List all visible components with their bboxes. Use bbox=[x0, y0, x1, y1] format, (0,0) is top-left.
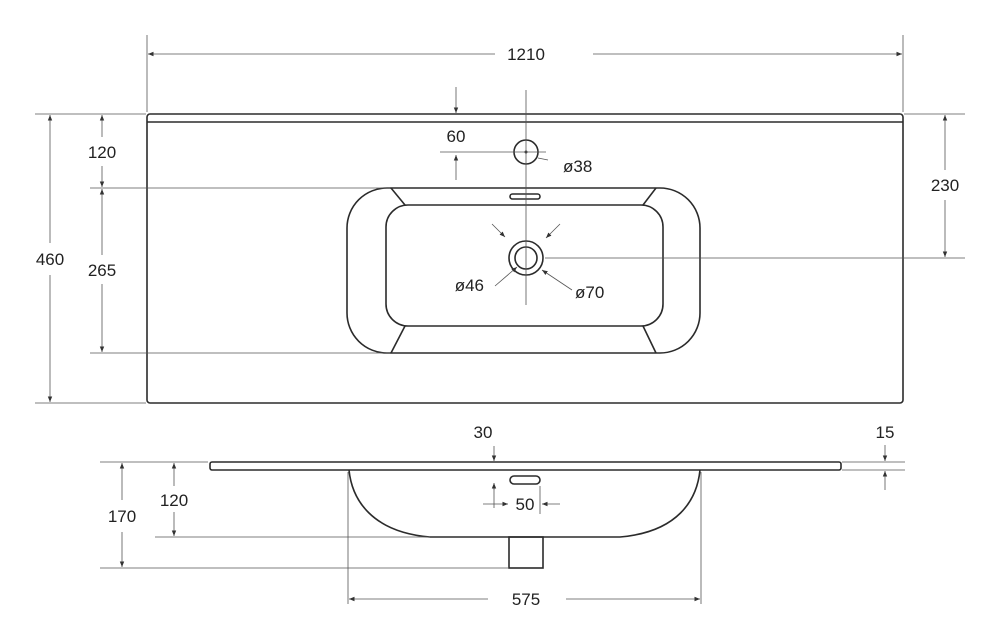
dim-bowl-depth: 120 bbox=[160, 491, 188, 510]
bowl-chamfer bbox=[390, 187, 406, 206]
dim-slab-thickness: 15 bbox=[876, 423, 895, 442]
diameter-leader bbox=[494, 266, 518, 287]
dim-bowl-length: 265 bbox=[88, 261, 116, 280]
side-view bbox=[209, 461, 842, 569]
dim-drain-inner-diameter: ø46 bbox=[455, 276, 484, 295]
top-view bbox=[146, 90, 965, 404]
bowl-outer bbox=[346, 187, 701, 354]
dim-tap-hole-diameter: ø38 bbox=[563, 157, 592, 176]
diameter-leader bbox=[491, 223, 506, 238]
bowl-chamfer bbox=[390, 325, 406, 354]
dim-overflow-width: 50 bbox=[516, 495, 535, 514]
dim-total-height: 170 bbox=[108, 507, 136, 526]
bowl-chamfer bbox=[642, 325, 657, 354]
bowl-inner bbox=[385, 204, 664, 327]
diameter-leader bbox=[545, 223, 561, 239]
side-drain-pipe bbox=[508, 536, 544, 569]
dim-overall-width: 1210 bbox=[507, 45, 545, 64]
diameter-leader bbox=[541, 269, 573, 291]
dim-top-hole-offset: 60 bbox=[447, 127, 466, 146]
dim-bowl-width: 575 bbox=[512, 590, 540, 609]
side-view-dimensions: 30 15 170 120 50 575 bbox=[100, 423, 905, 609]
dim-top-edge-to-hole: 120 bbox=[88, 143, 116, 162]
top-view-dimensions: 1210 60 ø38 460 120 265 230 ø46 ø70 bbox=[35, 35, 965, 404]
dim-overflow-offset: 30 bbox=[474, 423, 493, 442]
side-slab bbox=[209, 461, 842, 471]
dim-overall-depth: 460 bbox=[36, 250, 64, 269]
side-overflow-slot bbox=[509, 475, 541, 485]
overflow-slot bbox=[509, 193, 541, 200]
bowl-chamfer bbox=[642, 187, 657, 206]
countertop-outline bbox=[146, 113, 904, 404]
dim-drain-outer-diameter: ø70 bbox=[575, 283, 604, 302]
dim-back-to-drain: 230 bbox=[931, 176, 959, 195]
diameter-leader bbox=[537, 157, 549, 161]
